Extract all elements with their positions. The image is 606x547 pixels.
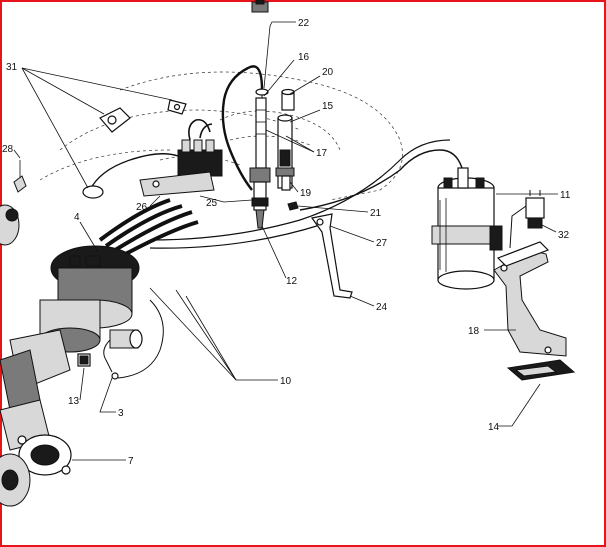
callout-28: 28 (2, 144, 14, 155)
callout-13: 13 (68, 396, 80, 407)
ht-lead-16 (221, 65, 269, 191)
callout-31: 31 (6, 62, 18, 73)
ignition-cable-loop (82, 153, 179, 199)
callout-17: 17 (316, 148, 328, 159)
plug-extension (249, 97, 271, 229)
callout-10: 10 (280, 376, 292, 387)
ht-cables-bundle (98, 139, 451, 260)
callout-7: 7 (128, 456, 134, 467)
callout-16: 16 (298, 52, 310, 63)
lt-cable-10 (117, 299, 164, 379)
callout-26: 26 (136, 202, 148, 213)
connector-block-26 (139, 118, 223, 197)
bracket-27 (310, 213, 353, 299)
distributor-shaft (0, 329, 71, 451)
callout-12: 12 (286, 276, 298, 287)
small-clip-13 (77, 353, 91, 367)
leader-lines (13, 21, 558, 461)
callout-11: 11 (560, 190, 571, 201)
callout-19: 19 (300, 188, 312, 199)
distributor (39, 245, 140, 353)
lower-left-parts (0, 204, 31, 507)
condenser-3 (103, 329, 143, 380)
callout-14: 14 (488, 422, 500, 433)
callout-3: 3 (118, 408, 124, 419)
plug-sleeve-15 (275, 114, 295, 191)
gasket-14 (506, 359, 576, 381)
callout-27: 27 (376, 238, 388, 249)
switch-32 (509, 190, 545, 249)
engine-outline (39, 71, 403, 201)
callout-20: 20 (322, 67, 334, 78)
callout-25: 25 (206, 198, 218, 209)
part-28 (13, 160, 27, 193)
callout-18: 18 (468, 326, 480, 337)
callout-24: 24 (376, 302, 388, 313)
callout-labels: 22 16 20 15 17 31 28 4 26 25 19 21 11 32… (2, 18, 571, 467)
coil-ht-lead (299, 149, 463, 211)
spark-plug-top (251, 0, 269, 13)
callout-15: 15 (322, 101, 334, 112)
callout-22: 22 (298, 18, 310, 29)
callout-4: 4 (74, 212, 80, 223)
ignition-coil-11 (431, 167, 503, 290)
callout-21: 21 (370, 208, 382, 219)
plug-cover-plate-31 (99, 99, 187, 133)
nut-21 (287, 201, 299, 211)
flange-7 (17, 434, 72, 476)
callout-32: 32 (558, 230, 570, 241)
coil-bracket-18 (493, 241, 567, 357)
